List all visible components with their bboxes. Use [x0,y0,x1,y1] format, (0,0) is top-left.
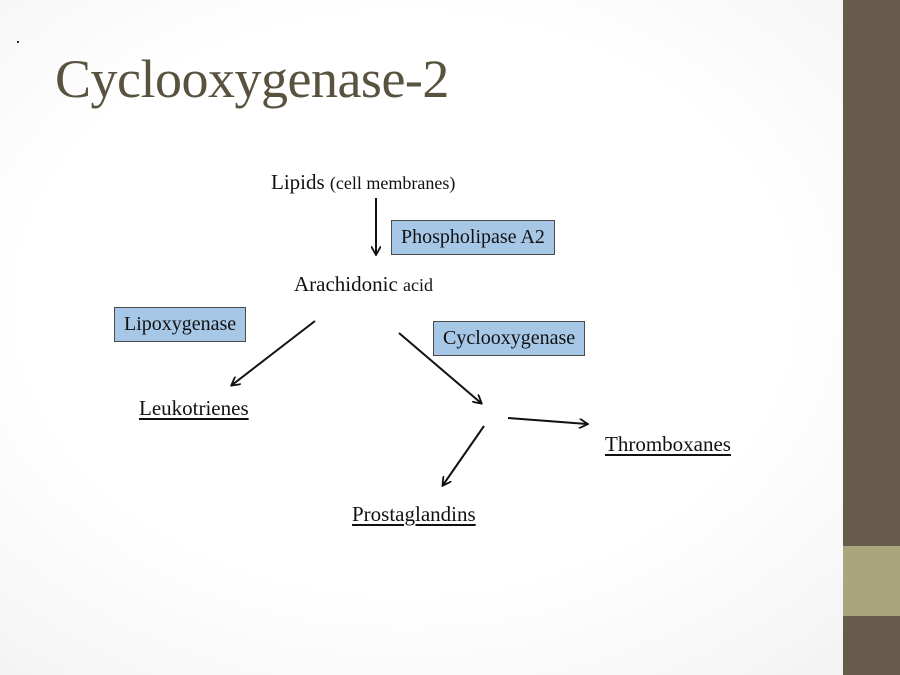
arachidonic-suffix: acid [403,275,434,295]
enzyme-phospholipase-a2: Phospholipase A2 [391,220,555,255]
enzyme-cyclooxygenase: Cyclooxygenase [433,321,586,356]
node-thromboxanes: Thromboxanes [605,432,731,456]
node-arachidonic-acid: Arachidonic acid [294,272,433,297]
arachidonic-label: Arachidonic [294,272,398,296]
node-leukotrienes: Leukotrienes [139,396,249,420]
arrow-to-thromboxanes [507,417,587,424]
lipids-label: Lipids [271,170,325,194]
arrow-to-cox-branch [398,332,481,403]
node-prostaglandins: Prostaglandins [352,502,476,526]
node-lipids: Lipids (cell membranes) [271,170,455,195]
arrow-to-leukotrienes [232,320,316,385]
lipids-note: (cell membranes) [329,173,456,193]
arrow-to-prostaglandins [443,425,485,485]
stray-dot [17,41,19,43]
enzyme-lipoxygenase: Lipoxygenase [114,307,247,342]
slide-title: Cyclooxygenase-2 [55,49,449,109]
slide-accent-bar [843,546,900,616]
